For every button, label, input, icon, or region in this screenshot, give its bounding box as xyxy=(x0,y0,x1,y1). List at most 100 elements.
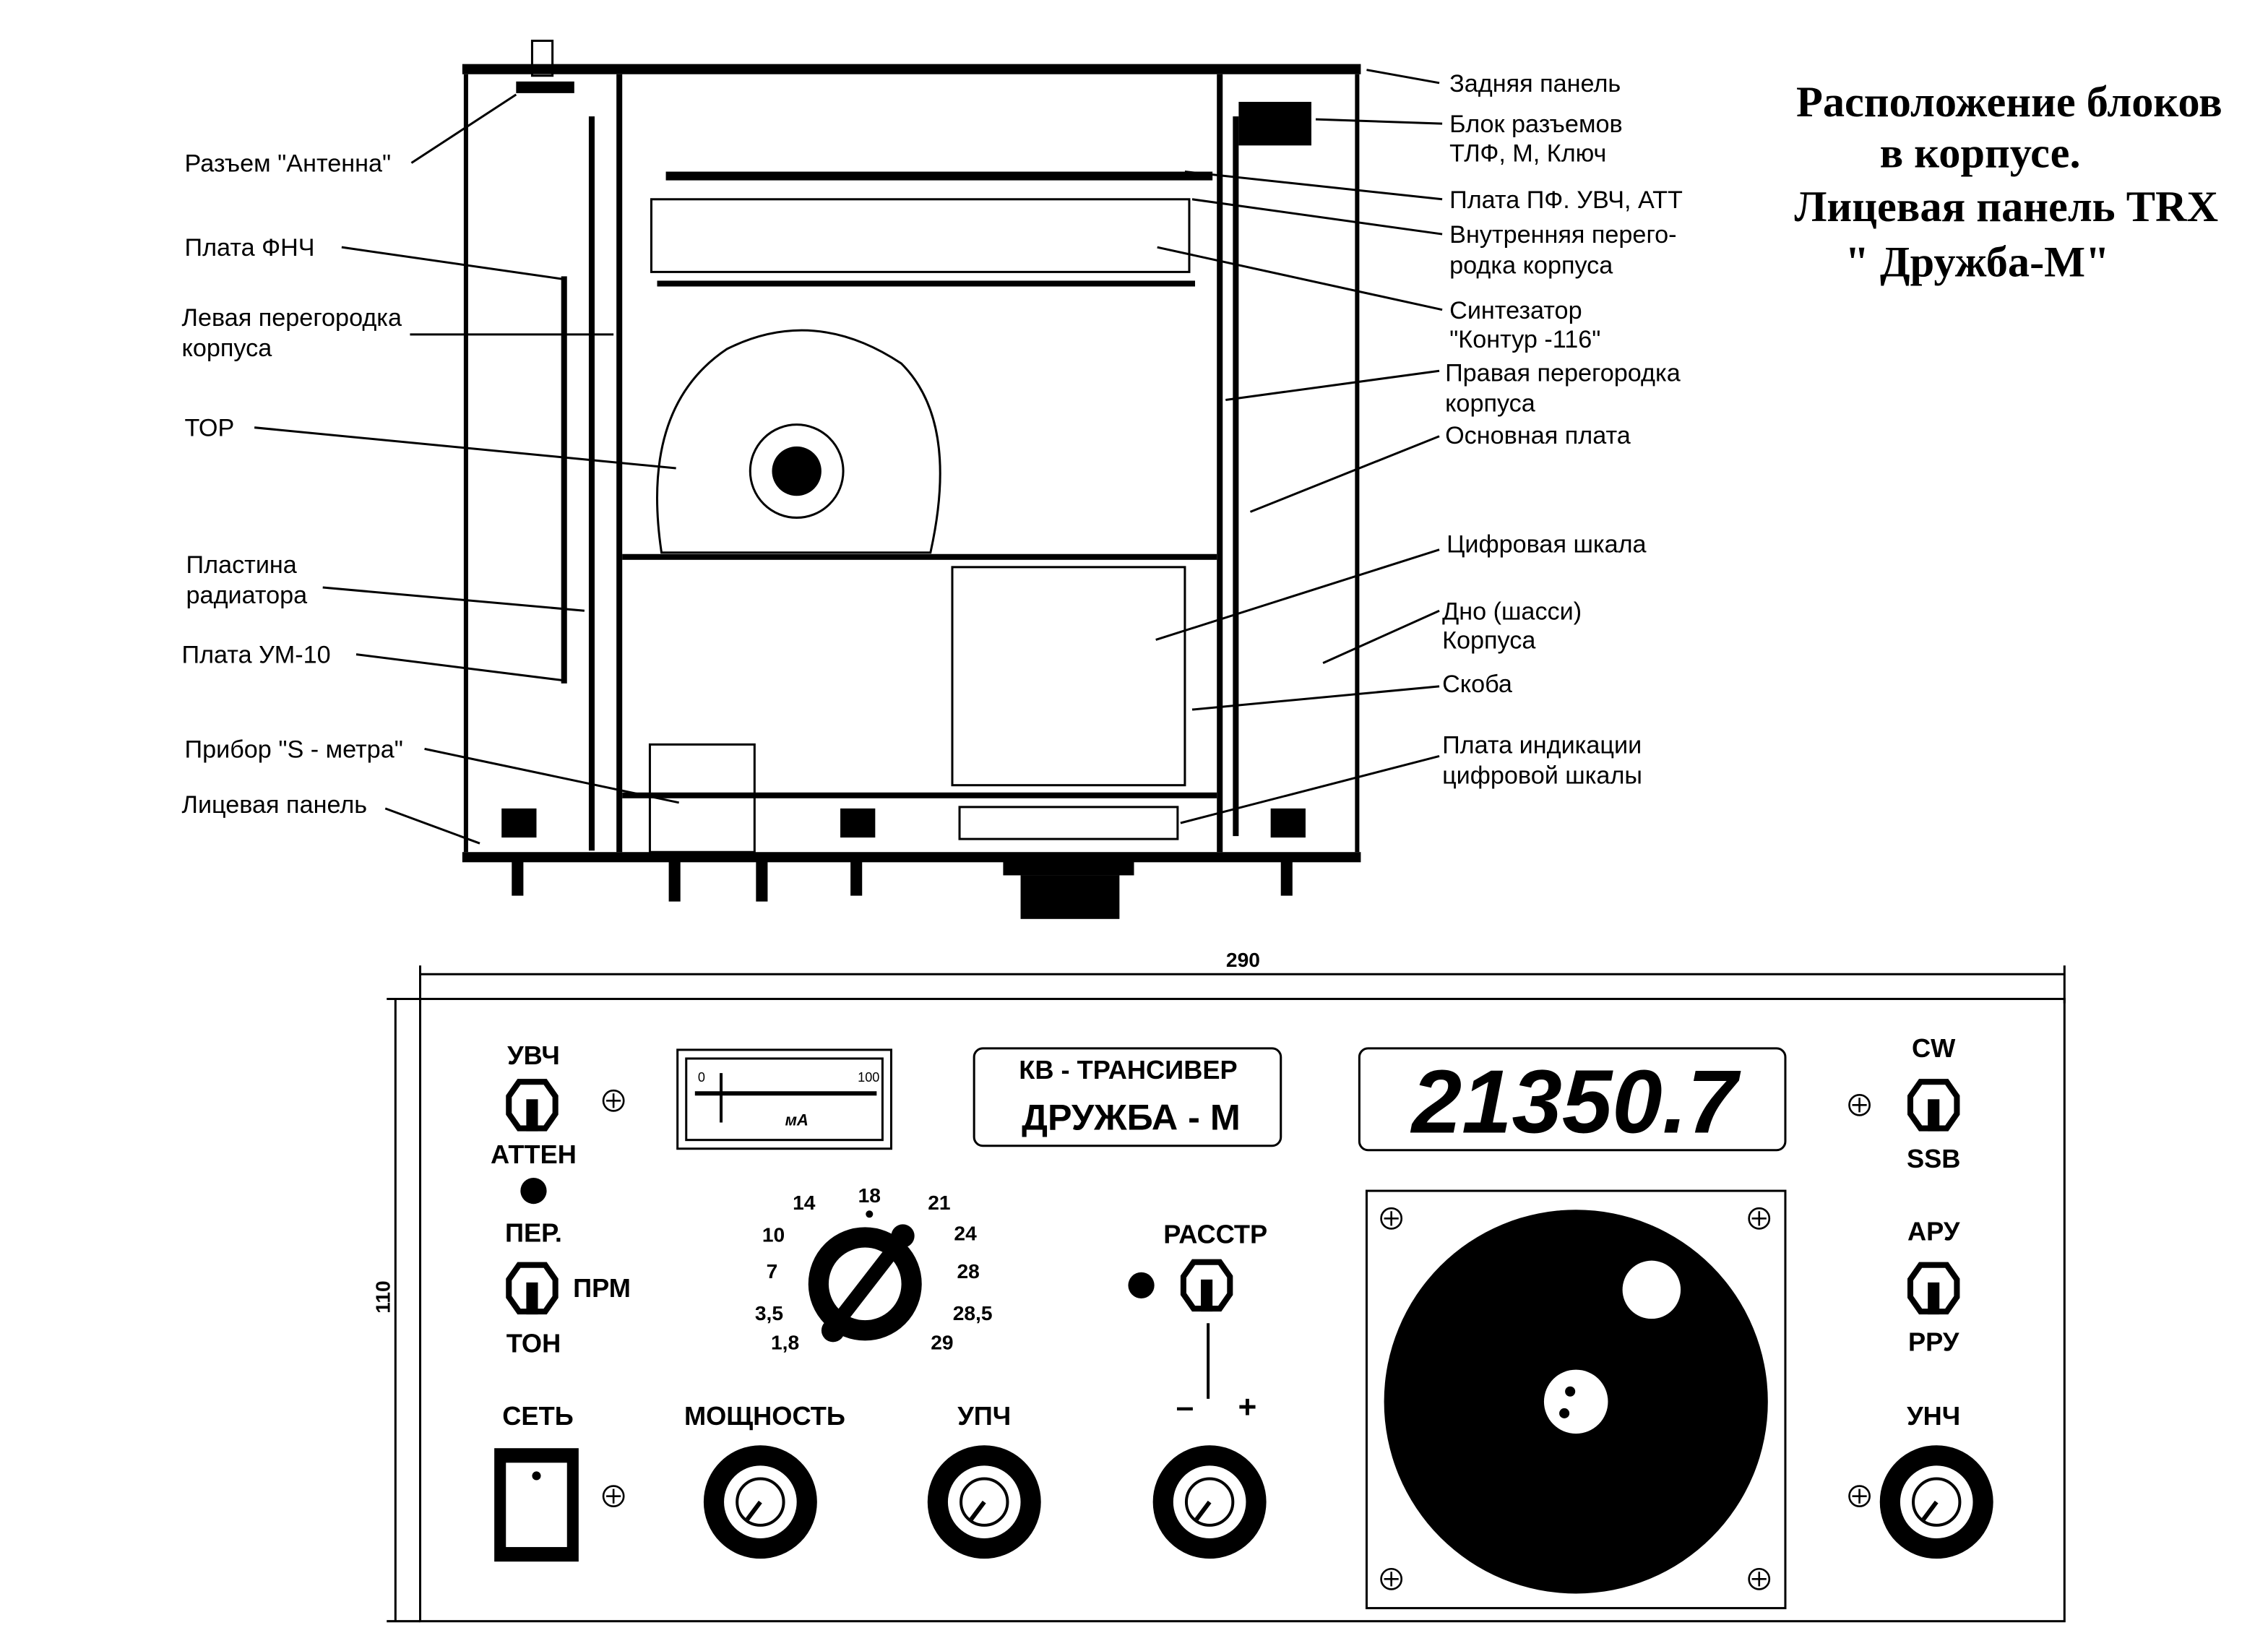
callout-label: Пластина xyxy=(186,551,298,579)
title-line: " Дружба-М" xyxy=(1845,238,2109,286)
callout-label: Цифровая шкала xyxy=(1446,531,1647,559)
leader-line xyxy=(341,246,564,280)
callout-label: Плата ПФ. УВЧ, АТТ xyxy=(1449,186,1683,214)
toggle-switch[interactable] xyxy=(506,1262,559,1315)
callout-label: Прибор "S - метра" xyxy=(185,736,403,763)
callout-label: Корпуса xyxy=(1442,627,1536,655)
dimension-height: 110 xyxy=(371,1280,394,1313)
leader-line xyxy=(1225,369,1440,401)
rotary-knob[interactable] xyxy=(1152,1445,1267,1559)
rear-panel xyxy=(462,64,1361,74)
leader-line xyxy=(1191,685,1440,711)
frequency-readout: 21350.7 xyxy=(1410,1052,1742,1152)
callout-label: "Контур -116" xyxy=(1449,326,1600,353)
main-board xyxy=(1233,116,1239,837)
band-label: 10 xyxy=(762,1223,785,1246)
leader-line xyxy=(322,586,585,612)
label-rasstr: РАССТР xyxy=(1163,1220,1267,1249)
label-per: ПЕР. xyxy=(505,1218,562,1248)
label-uvch: УВЧ xyxy=(507,1040,560,1070)
tuning-knob xyxy=(1020,875,1120,919)
callout-label: радиатора xyxy=(186,582,309,609)
label-set: СЕТЬ xyxy=(502,1401,573,1431)
band-label: 3,5 xyxy=(755,1301,783,1324)
front-panel: УВЧ АТТЕН ПЕР. ПРМ ТОН СЕТЬ 0 100 мА КВ … xyxy=(419,997,2066,1623)
meter-unit: мА xyxy=(785,1111,809,1129)
callout-label: Плата индикации xyxy=(1442,731,1642,759)
callout-label: Лицевая панель xyxy=(182,791,368,819)
left-wall xyxy=(463,74,468,853)
dimension-width: 290 xyxy=(1226,948,1260,971)
label-af-gain: УНЧ xyxy=(1907,1401,1960,1431)
label-power: МОЩНОСТЬ xyxy=(684,1401,845,1431)
toggle-switch[interactable] xyxy=(506,1079,559,1132)
toggle-switch[interactable] xyxy=(1180,1259,1233,1312)
rotary-knob[interactable] xyxy=(927,1445,1041,1559)
band-label: 28,5 xyxy=(953,1301,993,1324)
title-line: Расположение блоков xyxy=(1796,78,2222,126)
indication-board xyxy=(958,806,1179,840)
band-label: 7 xyxy=(767,1259,778,1283)
leader-lines xyxy=(254,69,1443,845)
leader-line xyxy=(1315,118,1443,125)
screw-icon xyxy=(1380,1567,1403,1590)
leader-line xyxy=(1180,754,1440,824)
band-label: 29 xyxy=(931,1330,953,1353)
callout-label: корпуса xyxy=(1445,390,1536,418)
leader-line xyxy=(384,807,480,845)
leader-line xyxy=(424,747,679,804)
leader-line xyxy=(254,426,676,470)
band-label: 28 xyxy=(957,1259,979,1283)
band-label: 18 xyxy=(858,1184,881,1207)
digital-scale xyxy=(951,566,1186,787)
inner-board xyxy=(622,553,1217,560)
screw-icon xyxy=(1848,1093,1871,1116)
band-label: 24 xyxy=(954,1221,977,1244)
callout-label: ТЛФ, М, Ключ xyxy=(1449,139,1606,167)
callout-label: родка корпуса xyxy=(1449,251,1613,279)
callout-label: Дно (шасси) xyxy=(1442,598,1582,625)
leader-line xyxy=(1157,246,1443,311)
screw-icon xyxy=(1380,1207,1403,1230)
leader-line xyxy=(1249,435,1440,513)
callout-label: цифровой шкалы xyxy=(1442,762,1642,790)
leader-line xyxy=(1322,609,1440,665)
s-meter-gauge: 0 100 мА xyxy=(676,1048,892,1150)
front-panel-edge xyxy=(462,852,1361,863)
leader-line xyxy=(410,93,517,164)
pf-board xyxy=(665,171,1213,181)
leader-line xyxy=(1366,69,1440,85)
label-ton: ТОН xyxy=(506,1328,561,1358)
band-label: 14 xyxy=(793,1191,816,1214)
right-wall xyxy=(1355,74,1360,853)
rotary-knob[interactable] xyxy=(703,1445,817,1559)
label-minus: – xyxy=(1176,1389,1194,1425)
antenna-connector xyxy=(530,39,554,77)
callout-label: Плата ФНЧ xyxy=(185,234,315,262)
label-plus: + xyxy=(1238,1389,1257,1425)
led-indicator xyxy=(1128,1272,1155,1298)
screw-icon xyxy=(602,1485,625,1508)
leader-line xyxy=(355,653,564,682)
enclosure-top-view xyxy=(462,39,1361,919)
meter-max: 100 xyxy=(858,1070,879,1085)
toggle-switch[interactable] xyxy=(1907,1079,1960,1132)
led-indicator xyxy=(520,1177,547,1205)
toggle-switch[interactable] xyxy=(1907,1262,1960,1315)
name-line1: КВ - ТРАНСИВЕР xyxy=(1019,1055,1237,1085)
title-line: в корпусе. xyxy=(1880,129,2081,178)
label-if-gain: УПЧ xyxy=(957,1401,1011,1431)
tuning-dial[interactable] xyxy=(1365,1189,1787,1610)
s-meter xyxy=(648,743,756,853)
callout-label: Правая перегородка xyxy=(1445,359,1681,387)
synthesizer xyxy=(650,198,1191,273)
callout-label: Разъем "Антенна" xyxy=(185,150,392,178)
lpf-board xyxy=(561,276,567,684)
callout-label: Синтезатор xyxy=(1449,297,1582,324)
rotary-knob[interactable] xyxy=(1879,1445,1993,1559)
band-label: 21 xyxy=(928,1191,950,1214)
right-partition xyxy=(1217,74,1223,853)
